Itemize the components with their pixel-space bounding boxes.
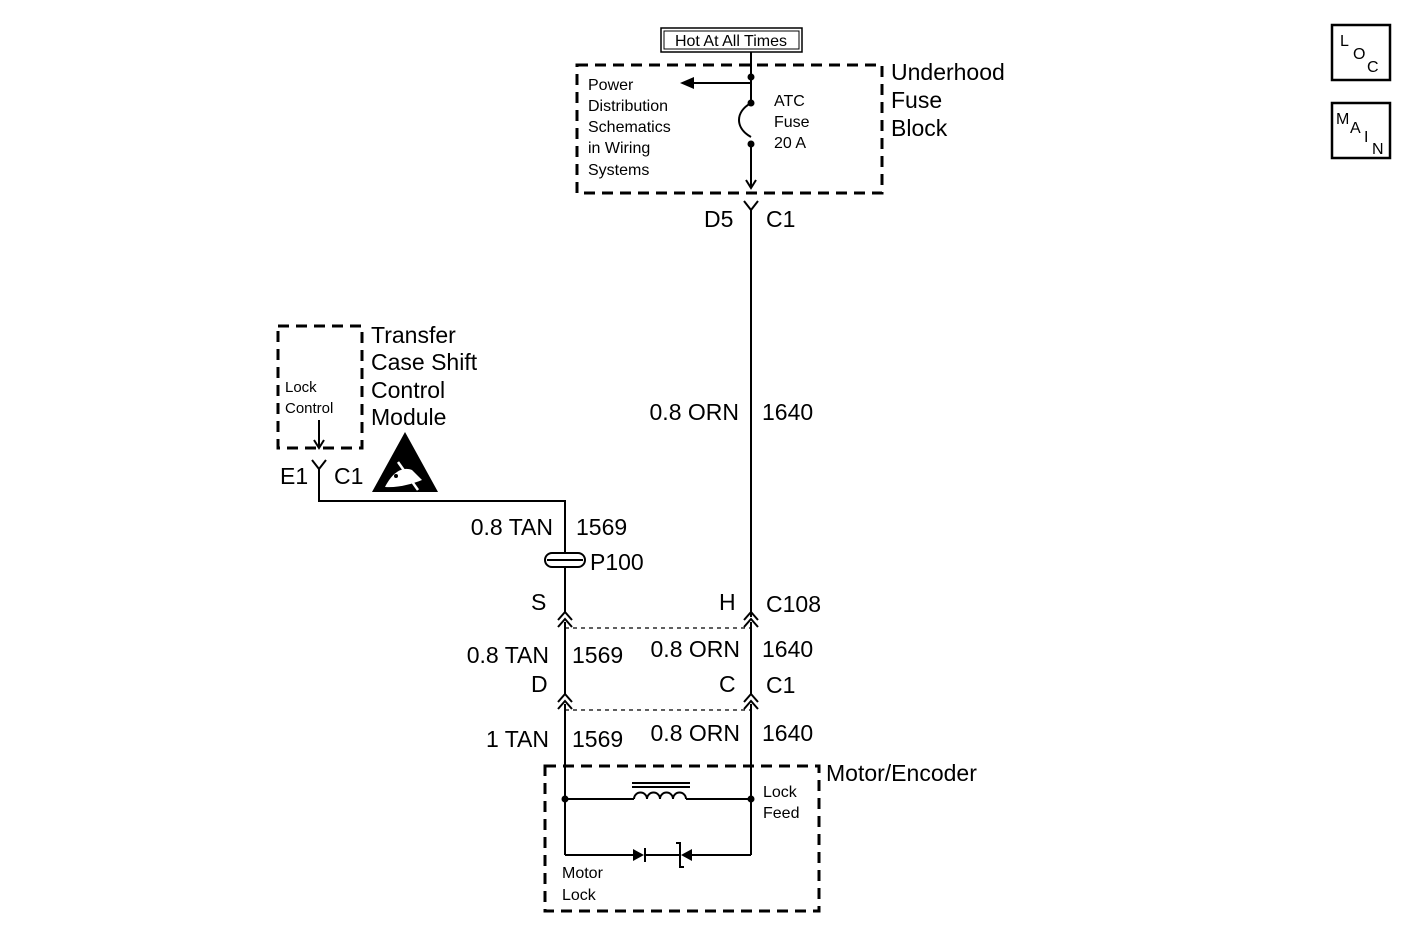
- arrow-left-icon: [680, 77, 694, 89]
- connector-female-icon: [311, 459, 327, 471]
- module-connector-c1: C1: [334, 463, 363, 489]
- tan-circuit-lower: 1569: [572, 726, 623, 752]
- svg-text:Feed: Feed: [763, 805, 799, 822]
- tan-wire-label-mid: 0.8 TAN: [467, 642, 549, 668]
- fuse-circuit: [680, 52, 759, 212]
- loc-letter-c: C: [1367, 59, 1379, 76]
- svg-text:Lock: Lock: [285, 379, 317, 396]
- svg-text:Control: Control: [285, 400, 333, 417]
- loc-letter-o: O: [1353, 46, 1365, 63]
- lock-control-circuit: [311, 420, 566, 553]
- svg-text:Schematics: Schematics: [588, 119, 671, 136]
- coil-icon: [561, 782, 755, 803]
- module-name-3: Control: [371, 377, 445, 403]
- main-letter-m: M: [1336, 111, 1349, 128]
- arrow-down-icon: [745, 179, 757, 190]
- orn-circuit-upper: 1640: [762, 399, 813, 425]
- fuse-label-1: ATC: [774, 93, 805, 110]
- fuse-label-2: Fuse: [774, 114, 810, 131]
- svg-text:Lock: Lock: [763, 784, 798, 801]
- svg-text:in Wiring: in Wiring: [588, 140, 650, 157]
- underhood-fuse-block: Underhood Fuse Block Power Distribution …: [575, 59, 1005, 195]
- zener-diode-icon: [676, 842, 692, 868]
- fuse-block-name-1: Underhood: [891, 59, 1005, 85]
- main-letter-i: I: [1364, 129, 1368, 146]
- motor-encoder-name: Motor/Encoder: [826, 760, 977, 786]
- c108-pin-h: H: [719, 589, 736, 615]
- c1-pin-c: C: [719, 671, 736, 697]
- orn-circuit-lower: 1640: [762, 720, 813, 746]
- tan-circuit-mid: 1569: [572, 642, 623, 668]
- svg-text:Hot At All Times: Hot At All Times: [675, 33, 787, 50]
- connector-c108: [557, 610, 759, 629]
- transfer-case-shift-control-module: Transfer Case Shift Control Module Lock …: [276, 322, 478, 450]
- loc-letter-l: L: [1340, 33, 1349, 50]
- svg-text:Power: Power: [588, 77, 634, 94]
- connector-female-icon: [743, 200, 759, 212]
- module-name-1: Transfer: [371, 322, 456, 348]
- fuse-block-name-3: Block: [891, 115, 948, 141]
- svg-text:Systems: Systems: [588, 162, 649, 179]
- svg-text:Distribution: Distribution: [588, 98, 668, 115]
- esd-sensitive-icon: [372, 432, 438, 492]
- main-letter-n: N: [1372, 141, 1384, 158]
- power-distribution-reference[interactable]: Power Distribution Schematics in Wiring …: [588, 77, 671, 179]
- fuse-block-name-2: Fuse: [891, 87, 942, 113]
- svg-text:Lock: Lock: [562, 887, 597, 904]
- tan-wire-label-upper: 0.8 TAN: [471, 514, 553, 540]
- c1-name: C1: [766, 672, 795, 698]
- diode-icon: [633, 848, 646, 862]
- orn-wire-label-mid: 0.8 ORN: [651, 636, 740, 662]
- hot-at-all-times-label: Hot At All Times: [660, 27, 803, 53]
- orn-wire-label-upper: 0.8 ORN: [650, 399, 739, 425]
- splice-label: P100: [590, 549, 644, 575]
- svg-text:Motor: Motor: [562, 865, 604, 882]
- motor-encoder: Motor/Encoder Lock Feed Motor Lock: [543, 760, 977, 913]
- orn-wire-label-lower: 0.8 ORN: [651, 720, 740, 746]
- arrow-down-icon: [313, 439, 325, 450]
- loc-button[interactable]: L O C: [1330, 23, 1392, 82]
- module-name-4: Module: [371, 404, 446, 430]
- connector-c1-lower: [557, 692, 759, 711]
- fuse-label-3: 20 A: [774, 135, 806, 152]
- c108-pin-s: S: [531, 589, 546, 615]
- module-name-2: Case Shift: [371, 349, 478, 375]
- c1-pin-d: D: [531, 671, 548, 697]
- diode-branch: [565, 842, 751, 868]
- tan-circuit-upper: 1569: [576, 514, 627, 540]
- fuse-pin-d5: D5: [704, 206, 733, 232]
- fuse-icon: [738, 102, 752, 138]
- tan-wire-label-lower: 1 TAN: [486, 726, 549, 752]
- fuse-connector-c1: C1: [766, 206, 795, 232]
- main-button[interactable]: M A I N: [1330, 101, 1392, 160]
- splice-p100: [544, 552, 586, 612]
- orn-circuit-mid: 1640: [762, 636, 813, 662]
- main-letter-a: A: [1350, 120, 1361, 137]
- module-pin-e1: E1: [280, 463, 308, 489]
- c108-name: C108: [766, 591, 821, 617]
